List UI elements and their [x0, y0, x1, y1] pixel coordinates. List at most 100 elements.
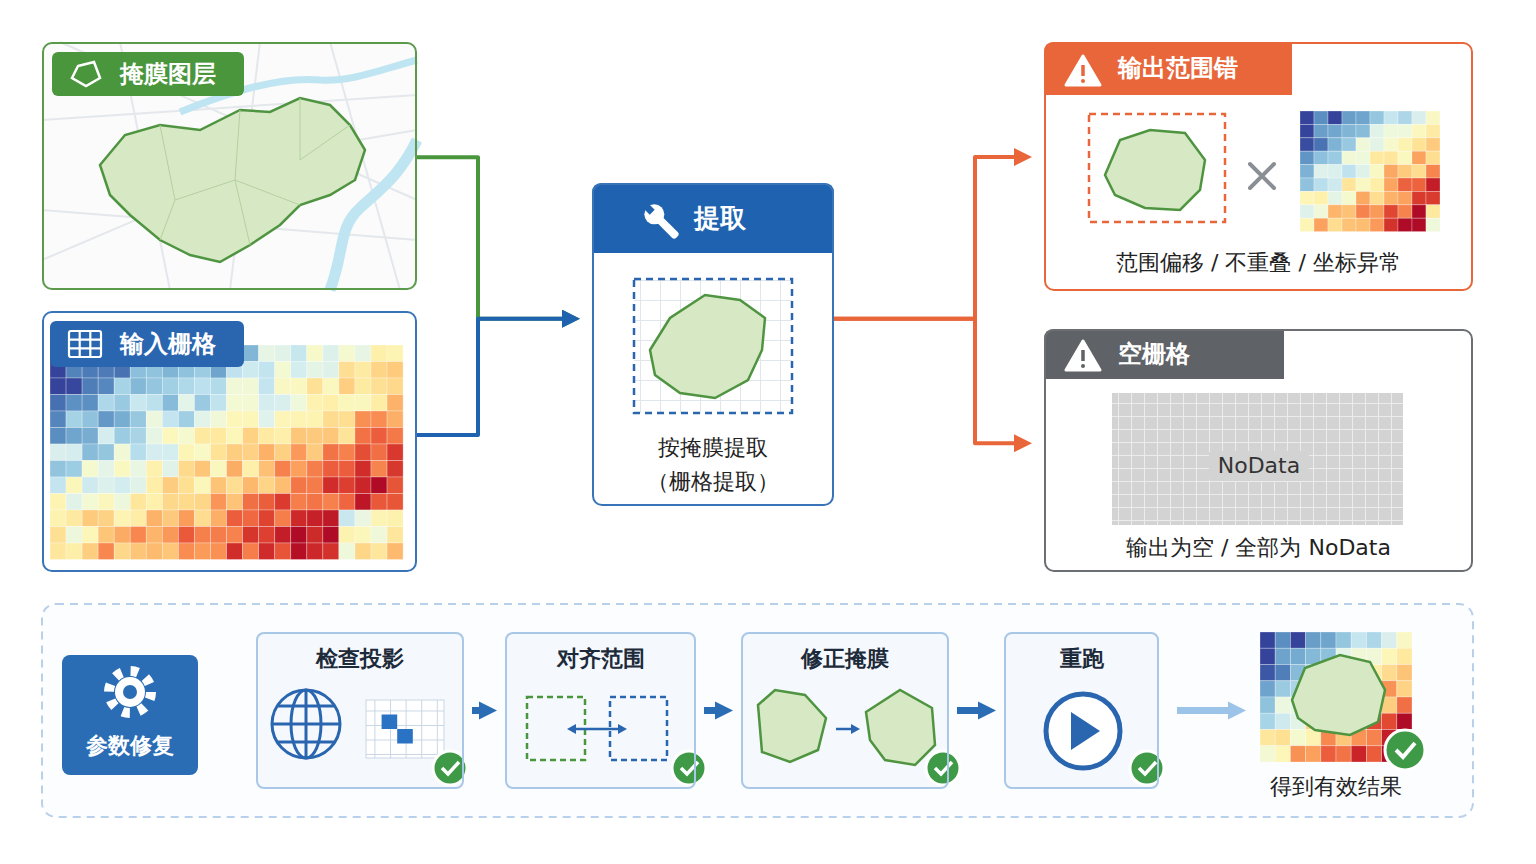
raster-cell [371, 543, 387, 560]
warning-icon [1066, 341, 1100, 370]
raster-cell [323, 543, 339, 560]
raster-cell [162, 461, 178, 478]
raster-cell [1290, 632, 1305, 648]
raster-cell [275, 461, 291, 478]
raster-cell [371, 428, 387, 445]
raster-cell [1260, 632, 1275, 648]
raster-cell [211, 543, 227, 560]
raster-cell [114, 543, 130, 560]
raster-cell [1398, 151, 1412, 164]
raster-cell [339, 510, 355, 527]
raster-cell [1342, 151, 1356, 164]
raster-cell [243, 510, 259, 527]
raster-cell [1328, 138, 1342, 151]
raster-cell [1336, 632, 1351, 648]
raster-cell [339, 444, 355, 461]
raster-cell [82, 378, 98, 395]
raster-cell [227, 378, 243, 395]
raster-cell [307, 378, 323, 395]
raster-cell [178, 510, 194, 527]
raster-cell [339, 362, 355, 379]
globe-icon [272, 690, 340, 758]
raster-cell [227, 428, 243, 445]
raster-cell [211, 527, 227, 544]
raster-cell [130, 395, 146, 412]
raster-cell [1260, 648, 1275, 664]
raster-cell [1290, 730, 1305, 746]
raster-cell [114, 428, 130, 445]
raster-cell [1426, 124, 1440, 137]
raster-cell [1314, 165, 1328, 178]
raster-cell [82, 510, 98, 527]
raster-cell [162, 395, 178, 412]
raster-cell [387, 527, 403, 544]
raster-cell [259, 477, 275, 494]
raster-cell [1306, 746, 1321, 762]
raster-cell [194, 461, 210, 478]
raster-cell [82, 477, 98, 494]
raster-cell [146, 395, 162, 412]
raster-cell [1351, 632, 1366, 648]
raster-cell [1328, 124, 1342, 137]
raster-cell [114, 444, 130, 461]
raster-cell [387, 362, 403, 379]
box-ground [62, 655, 198, 775]
raster-cell [1314, 138, 1328, 151]
raster-cell [82, 411, 98, 428]
raster-cell [323, 378, 339, 395]
raster-cell [146, 543, 162, 560]
raster-cell [371, 411, 387, 428]
raster-cell [98, 395, 114, 412]
map-roads [42, 42, 417, 290]
raster-cell [146, 411, 162, 428]
raster-cell [66, 411, 82, 428]
raster-cell [130, 494, 146, 511]
raster-cell [162, 527, 178, 544]
heading-tab [1044, 329, 1284, 379]
raster-cell [1260, 681, 1275, 697]
box-body: 输出为空 / 全部为 NoData [1056, 533, 1461, 563]
raster-cell [387, 461, 403, 478]
raster-cell [291, 345, 307, 362]
raster-cell [1370, 124, 1384, 137]
raster-cell [162, 494, 178, 511]
raster-cell [211, 378, 227, 395]
raster-cell [1370, 111, 1384, 124]
raster-cell [1336, 746, 1351, 762]
extent-frame [610, 697, 667, 760]
raster-cell [1314, 191, 1328, 204]
raster-cell [355, 362, 371, 379]
raster-cell [1328, 111, 1342, 124]
raster-cell [1397, 681, 1412, 697]
box-ground [592, 183, 834, 506]
raster-cell [162, 378, 178, 395]
flow-arrow [834, 157, 1014, 319]
raster-cell [1356, 111, 1370, 124]
raster-cell [1275, 632, 1290, 648]
raster-cell [98, 461, 114, 478]
raster-cell [291, 428, 307, 445]
raster-cell [1426, 151, 1440, 164]
raster-cell [1412, 178, 1426, 191]
raster-cell [146, 527, 162, 544]
raster-cell [307, 362, 323, 379]
raster-cell [194, 543, 210, 560]
raster-cell [114, 494, 130, 511]
raster-cell [355, 494, 371, 511]
raster-cell [1300, 138, 1314, 151]
raster-cell [178, 444, 194, 461]
box-body: 范围偏移 / 不重叠 / 坐标异常 [1056, 248, 1461, 278]
raster-cell [114, 378, 130, 395]
raster-cell [130, 527, 146, 544]
raster-cell [259, 510, 275, 527]
raster-cell [1366, 632, 1381, 648]
raster-cell [194, 527, 210, 544]
raster-cell [243, 395, 259, 412]
raster-cell [307, 510, 323, 527]
step-heading: 重跑 [1010, 644, 1153, 674]
step-heading: 修正掩膜 [747, 644, 943, 674]
raster-cell [291, 510, 307, 527]
raster-cell [1342, 218, 1356, 231]
raster-cell [82, 395, 98, 412]
